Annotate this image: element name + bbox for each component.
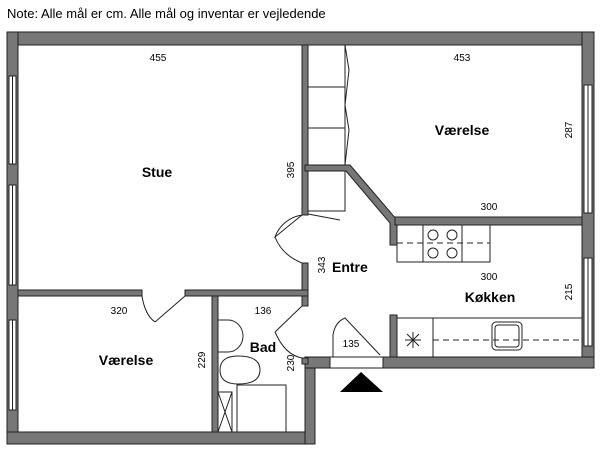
doors — [141, 214, 384, 369]
walls — [6, 31, 595, 445]
vaerelse-2-width: 320 — [111, 306, 128, 317]
bath-fixtures — [217, 319, 287, 433]
kokken-label: Køkken — [465, 289, 516, 305]
bad-label: Bad — [250, 339, 276, 355]
vaerelse-2-depth: 229 — [197, 351, 208, 368]
vaerelse-2-label: Værelse — [99, 352, 154, 368]
kokken-width: 300 — [481, 272, 498, 283]
closets — [307, 44, 350, 221]
bad-width: 136 — [255, 306, 272, 317]
kitchen-fixtures — [396, 224, 583, 358]
entrance-arrow-icon — [340, 372, 383, 392]
entrance-width: 135 — [343, 339, 360, 350]
stue-width: 455 — [150, 53, 167, 64]
vaerelse-1-depth: 287 — [564, 121, 575, 138]
fridge-star-icon — [405, 332, 421, 348]
entre-label: Entre — [332, 259, 368, 275]
stue-depth: 395 — [286, 161, 297, 178]
disclaimer-note: Note: Alle mål er cm. Alle mål og invent… — [7, 6, 326, 21]
toilet-icon — [219, 355, 261, 385]
sink-icon — [491, 321, 523, 351]
vaerelse-1-label: Værelse — [435, 122, 490, 138]
washbasin-icon — [218, 319, 244, 353]
windows — [8, 75, 593, 411]
bad-depth: 230 — [286, 354, 297, 371]
stue-label: Stue — [142, 164, 173, 180]
kokken-top-width: 300 — [481, 202, 498, 213]
kokken-depth: 215 — [564, 283, 575, 300]
vaerelse-1-width: 453 — [454, 53, 471, 64]
entre-depth: 343 — [317, 256, 328, 273]
